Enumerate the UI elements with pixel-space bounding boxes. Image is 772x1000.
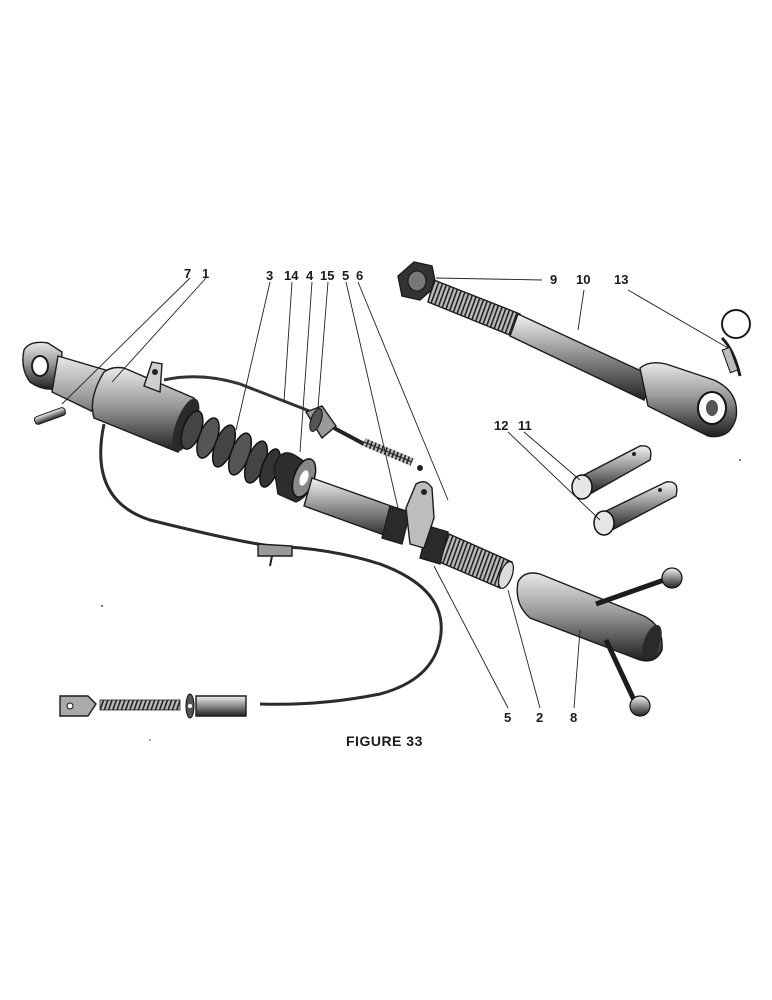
- pin-part-7: [33, 407, 67, 425]
- callout-labels: 7 1 3 14 4 15 5 6 9 10 13 12 11 5 2 8: [184, 266, 628, 725]
- cable-assembly: [59, 375, 443, 719]
- callout-3: 3: [266, 268, 273, 283]
- callout-4: 4: [306, 268, 314, 283]
- callout-7: 7: [184, 266, 191, 281]
- linch-pin-part-13: [720, 309, 751, 377]
- callout-11: 11: [518, 418, 532, 433]
- pin-part-11: [571, 445, 652, 500]
- callout-6: 6: [356, 268, 363, 283]
- link-rod-part-10: [397, 261, 738, 438]
- callout-5-lower: 5: [504, 710, 511, 725]
- callout-13: 13: [614, 272, 628, 287]
- spring-part-3: [180, 410, 281, 488]
- top-link-body: [22, 341, 200, 453]
- callout-8: 8: [570, 710, 577, 725]
- callout-5-upper: 5: [342, 268, 349, 283]
- callout-2: 2: [536, 710, 543, 725]
- callout-15: 15: [320, 268, 334, 283]
- callout-9: 9: [550, 272, 557, 287]
- print-specks: [101, 459, 741, 741]
- callout-14: 14: [284, 268, 299, 283]
- callout-12: 12: [494, 418, 508, 433]
- leader-lines: [61, 277, 729, 709]
- callout-1: 1: [202, 266, 209, 281]
- piston-rod-part-2: [303, 477, 514, 589]
- callout-10: 10: [576, 272, 590, 287]
- spacer-ring-part-4: [273, 452, 317, 503]
- adjusting-tube-part-8: [516, 567, 683, 717]
- pin-part-12: [593, 481, 678, 536]
- figure-caption: FIGURE 33: [346, 733, 423, 749]
